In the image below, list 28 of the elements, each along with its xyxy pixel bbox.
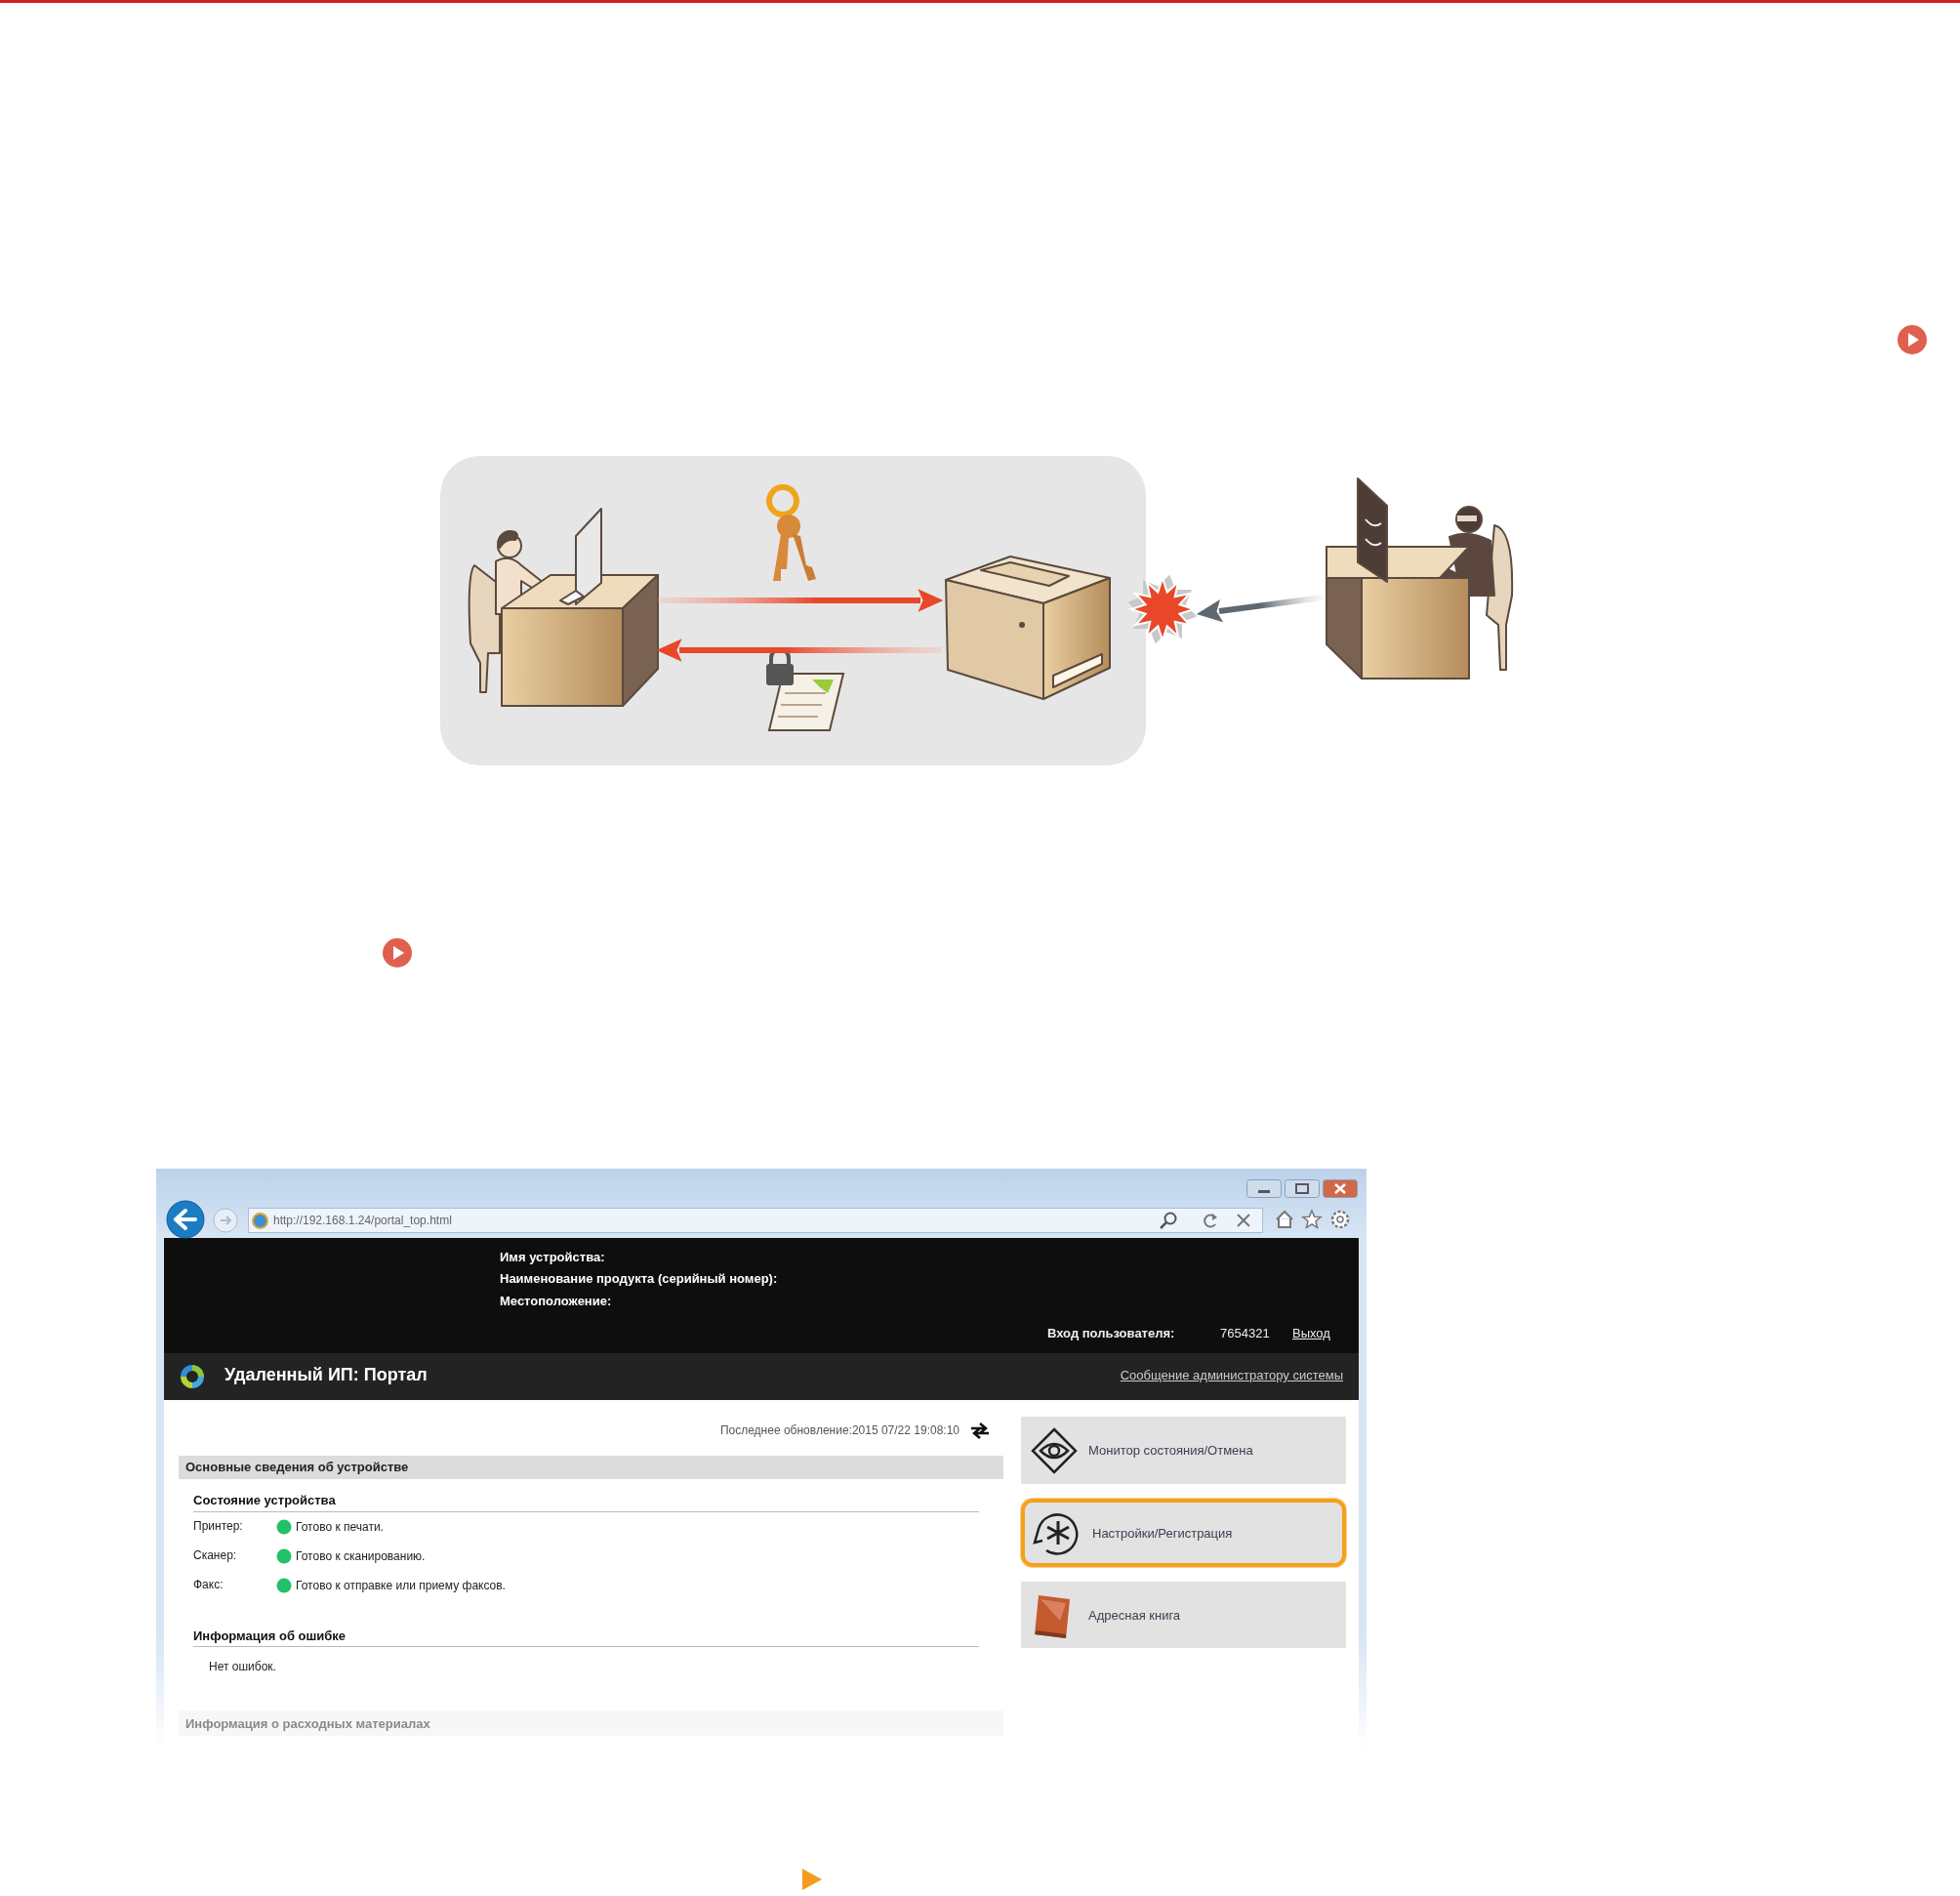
section-heading: Состояние устройства	[193, 1493, 336, 1508]
section-heading: Основные сведения об устройстве	[185, 1460, 409, 1475]
arrow	[656, 639, 942, 662]
section-heading: Информация об ошибке	[193, 1628, 347, 1644]
label-text: 7654321	[1220, 1326, 1270, 1341]
label-text: Имя устройства:	[500, 1250, 605, 1265]
label-text: Нет ошибок.	[209, 1659, 276, 1674]
label-text: Наименование продукта (серийный номер):	[500, 1271, 778, 1287]
label-text: Сканер:	[193, 1547, 237, 1563]
logout-link: Выход	[1292, 1326, 1330, 1341]
label-text: Факс:	[193, 1577, 224, 1592]
label-text: Последнее обновление:2015 07/22 19:08:10	[719, 1422, 960, 1438]
status-monitor-button: Монитор состояния/Отмена	[1021, 1417, 1346, 1484]
label-text: Местоположение:	[500, 1294, 612, 1309]
message-link: Сообщение администратору системы	[1120, 1368, 1343, 1383]
label-text: Готово к сканированию.	[296, 1548, 426, 1564]
page-title: Удаленный ИП: Портал	[225, 1365, 428, 1386]
label-text: Вход пользователя:	[1047, 1326, 1175, 1341]
arrow	[1196, 595, 1324, 623]
label-text: http://192.168.1.24/portal_top.html	[273, 1213, 452, 1228]
label-text: Принтер:	[193, 1518, 243, 1534]
section-heading: Информация о расходных материалах	[185, 1716, 430, 1732]
label-text: Готово к печати.	[296, 1519, 384, 1535]
settings-button: Настройки/Регистрация	[1021, 1499, 1346, 1567]
address-book-button: Адресная книга	[1021, 1582, 1346, 1648]
person-at-computer-drawing	[467, 507, 658, 708]
label-text: Готово к отправке или приему факсов.	[296, 1578, 506, 1593]
arrow	[658, 589, 944, 612]
